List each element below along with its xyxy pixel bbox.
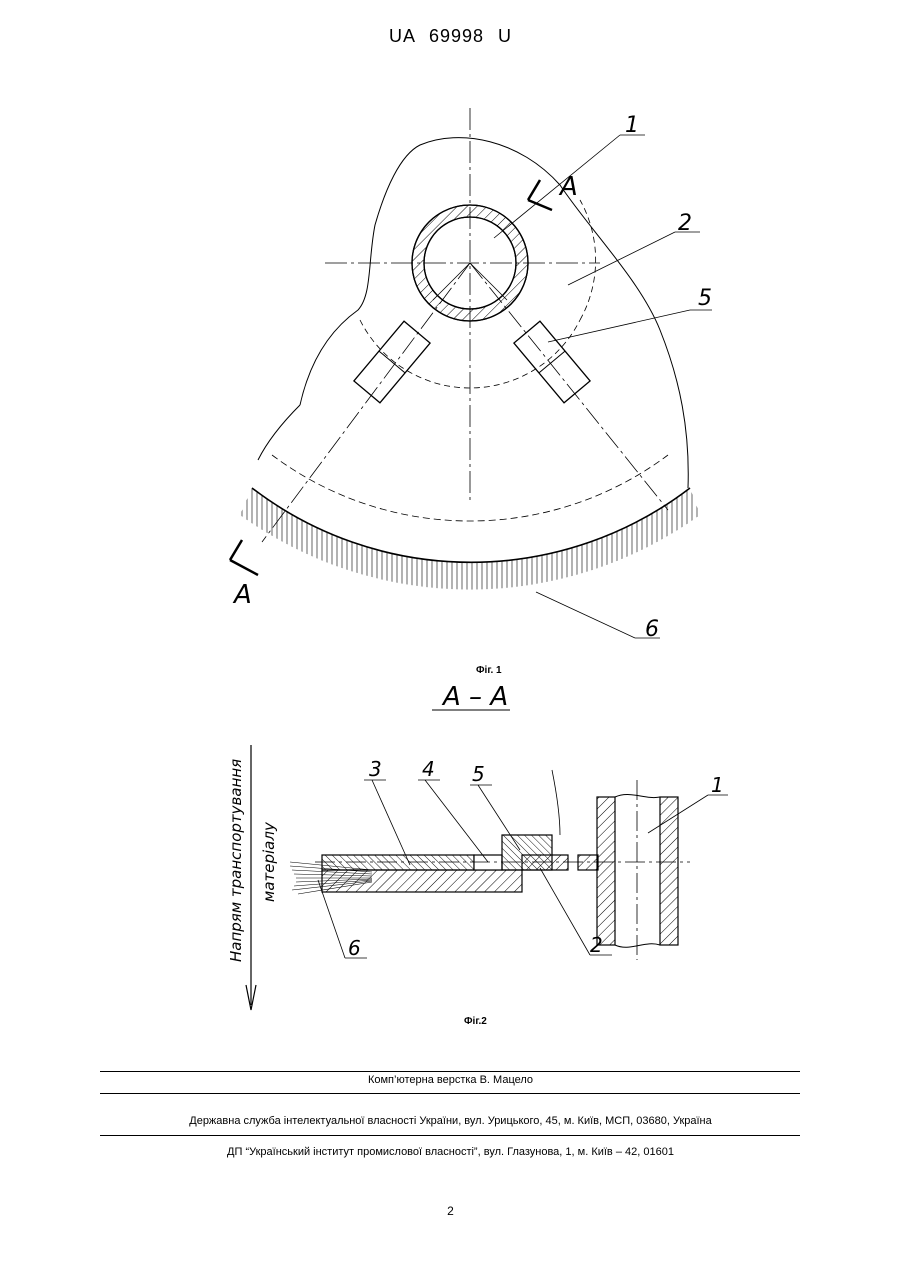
fig1-label-6: 6 <box>645 617 659 642</box>
fig2-leader-3 <box>372 780 410 865</box>
fig1-label-1: 1 <box>625 113 639 138</box>
brush-bristles <box>240 488 700 590</box>
fig2-leader-2 <box>540 868 590 955</box>
shaft-top-break <box>615 794 660 797</box>
footer-rule-1 <box>100 1071 800 1072</box>
section-title: A – A <box>441 682 508 712</box>
leader-5 <box>548 310 690 342</box>
shaft-wall-left <box>597 797 615 945</box>
clamp-right <box>514 321 590 403</box>
footer-rule-2 <box>100 1093 800 1094</box>
tip-break <box>552 770 560 835</box>
footer-rule-3 <box>100 1135 800 1136</box>
shaft-v-left <box>433 263 470 300</box>
fig2-side-label-2: матеріалу <box>260 821 278 902</box>
section-marker-bottom <box>230 540 258 575</box>
fig1-caption: Фіг. 1 <box>476 665 502 676</box>
shaft-v-right <box>470 263 507 300</box>
shaft-wall-right <box>660 797 678 945</box>
fig2-leader-5 <box>478 785 520 850</box>
leader-1 <box>494 135 620 238</box>
fig1-section-top: A <box>558 172 578 202</box>
fig2-label-2: 2 <box>590 933 603 957</box>
disk-strip-2 <box>522 855 568 870</box>
page-number: 2 <box>0 1204 901 1218</box>
disk-strip-end <box>578 855 598 870</box>
fig2-caption: Фіг.2 <box>464 1016 487 1027</box>
fig2-label-1: 1 <box>711 773 724 797</box>
fig2-label-5: 5 <box>472 762 485 786</box>
fig1-label-2: 2 <box>678 211 692 236</box>
leader-2 <box>568 232 675 285</box>
fig2-label-3: 3 <box>369 757 382 781</box>
spacer-4 <box>474 855 502 870</box>
fig2-side-label-1: Напрям транспортування <box>227 759 245 962</box>
fig1-section-bottom: A <box>232 580 252 610</box>
fig2-label-4: 4 <box>422 757 435 781</box>
figure-2 <box>246 745 728 1010</box>
figure-1 <box>230 108 712 638</box>
leader-6 <box>536 592 635 638</box>
shaft-bottom-break <box>615 944 660 948</box>
layout-credit: Комп’ютерна верстка В. Мацело <box>0 1074 901 1086</box>
institute-address: ДП “Український інститут промислової вла… <box>0 1146 901 1158</box>
fig1-label-5: 5 <box>698 286 712 311</box>
inner-dashed-arc-side <box>580 200 596 320</box>
fig2-label-6: 6 <box>348 936 361 960</box>
clamp-left <box>354 321 430 403</box>
section-marker-top <box>528 180 552 210</box>
plate-3 <box>322 855 474 870</box>
fig2-leader-4 <box>425 780 488 862</box>
agency-address: Державна служба інтелектуальної власност… <box>0 1115 901 1127</box>
